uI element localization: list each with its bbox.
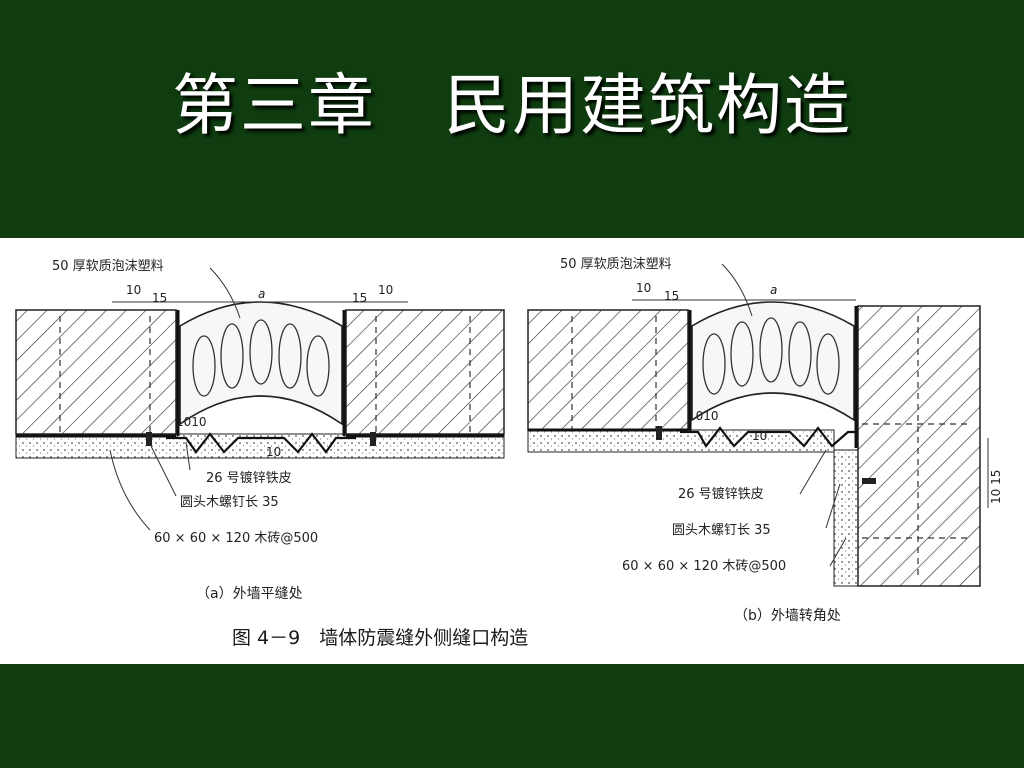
dim-fold-a: 10 — [266, 445, 281, 459]
hidden-lines-a — [59, 316, 471, 434]
dim-1010-b: 1010 — [688, 409, 719, 423]
screw-label-a: 圆头木螺钉长 35 — [180, 495, 279, 510]
leader-lines-b — [721, 263, 847, 567]
dim-10-left-a: 10 — [126, 283, 141, 297]
screw-icons-b — [656, 426, 876, 484]
figure-panel: 50 厚软质泡沫塑料 a 10 15 15 10 1010 10 26 号镀锌铁… — [0, 238, 1024, 664]
dim-side-b: 10 15 — [989, 470, 1003, 504]
leader-lines-a — [109, 267, 241, 531]
figure-caption: 图 4－9 墙体防震缝外侧缝口构造 — [232, 627, 528, 649]
hidden-lines-b — [571, 316, 972, 578]
galvanized-sheet-a — [166, 432, 356, 454]
foam-arch-b — [691, 301, 855, 422]
brick-label-a: 60 × 60 × 120 木砖@500 — [154, 531, 318, 546]
slide-title: 第三章 民用建筑构造 — [172, 67, 852, 144]
foam-cells-a — [192, 319, 330, 397]
plaster-strip-b — [527, 429, 835, 453]
right-wall-a — [345, 309, 505, 435]
dim-15-left-a: 15 — [152, 291, 167, 305]
seismic-joint-diagram: 50 厚软质泡沫塑料 a 10 15 15 10 1010 10 26 号镀锌铁… — [15, 257, 1003, 649]
dim-10-b: 10 — [636, 281, 651, 295]
dim-15-b: 15 — [664, 289, 679, 303]
sheet-label-b: 26 号镀锌铁皮 — [678, 486, 764, 502]
left-wall-a — [15, 309, 177, 435]
foam-label-b: 50 厚软质泡沫塑料 — [560, 257, 672, 272]
plaster-vertical-b — [833, 449, 859, 587]
galvanized-sheet-b — [680, 426, 858, 448]
detail-a: 50 厚软质泡沫塑料 a 10 15 15 10 1010 10 26 号镀锌铁… — [15, 259, 505, 602]
detail-b: 50 厚软质泡沫塑料 a 10 15 1010 10 10 15 26 号镀锌铁… — [527, 257, 1003, 624]
corner-wall-b — [857, 305, 981, 587]
dim-fold-b: 10 — [752, 429, 767, 443]
sheet-label-a: 26 号镀锌铁皮 — [206, 470, 292, 486]
foam-cells-b — [702, 317, 840, 395]
subcaption-a: （a）外墙平缝处 — [196, 586, 303, 602]
screw-icons-a — [146, 432, 376, 446]
dim-15-right-a: 15 — [352, 291, 367, 305]
dim-a-a: a — [258, 287, 265, 301]
subcaption-b: （b）外墙转角处 — [734, 608, 841, 624]
screw-label-b: 圆头木螺钉长 35 — [672, 523, 771, 538]
dim-1010-a: 1010 — [176, 415, 207, 429]
left-wall-b — [527, 309, 689, 431]
brick-label-b: 60 × 60 × 120 木砖@500 — [622, 559, 786, 574]
foam-arch-a — [179, 301, 343, 426]
foam-label-a: 50 厚软质泡沫塑料 — [52, 259, 164, 274]
dim-10-right-a: 10 — [378, 283, 393, 297]
dim-a-b: a — [770, 283, 777, 297]
